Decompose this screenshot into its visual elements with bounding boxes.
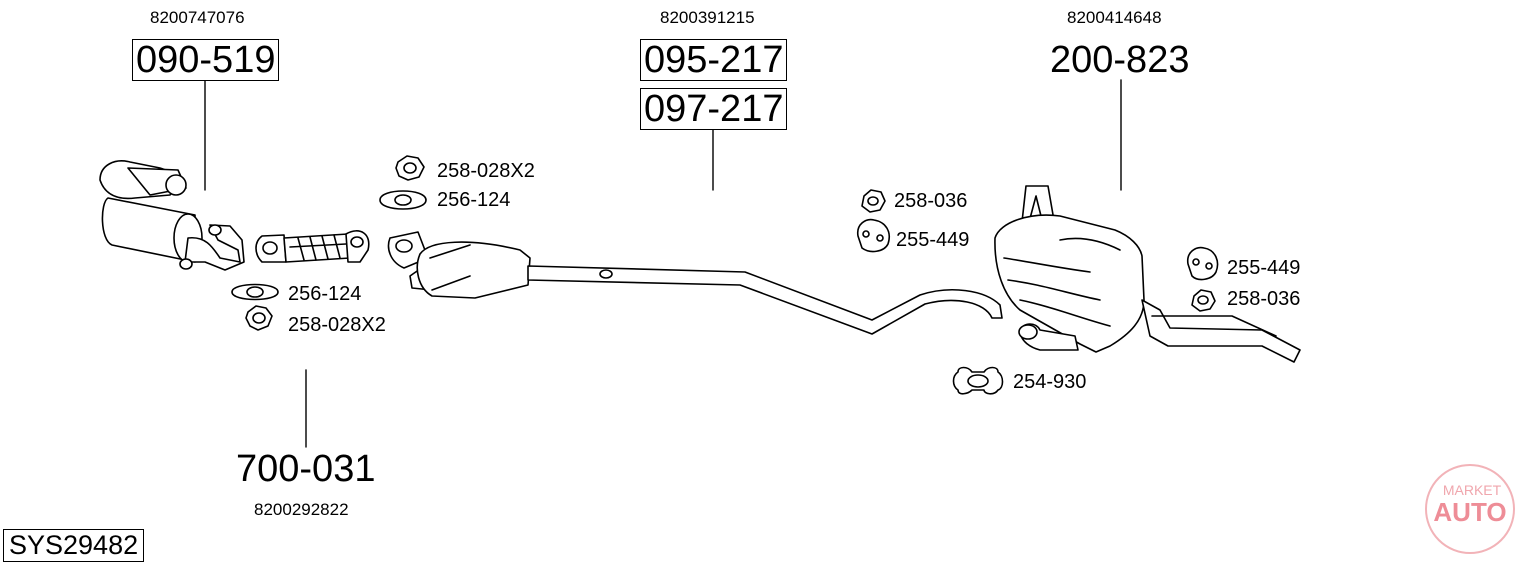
- middle-pipe-number-2[interactable]: 097-217: [640, 88, 788, 130]
- front-catalyst-oem: 8200747076: [150, 8, 245, 27]
- left-nut-label[interactable]: 258-028X2: [288, 314, 386, 336]
- clamp-icon: [952, 366, 1004, 395]
- front-pipe-part: [255, 230, 370, 263]
- hanger-rubber-a-label[interactable]: 255-449: [896, 229, 970, 251]
- front-catalyst-number[interactable]: 090-519: [132, 39, 280, 81]
- front-catalyst-part: [99, 160, 245, 271]
- left-gasket-icon: [231, 283, 279, 301]
- hanger-nut-a-icon: [861, 189, 886, 213]
- middle-pipe-oem: 8200391215: [660, 8, 755, 27]
- mid-gasket-icon: [379, 190, 427, 210]
- front-pipe-oem: 8200292822: [254, 500, 349, 519]
- rear-silencer-number[interactable]: 200-823: [1050, 39, 1190, 81]
- hanger-rubber-a-icon: [856, 218, 890, 253]
- hanger-rubber-b-icon: [1186, 246, 1219, 281]
- left-nut-icon: [245, 305, 273, 331]
- middle-pipe-number-1[interactable]: 095-217: [640, 39, 788, 81]
- middle-pipe-part: [387, 231, 1003, 335]
- hanger-rubber-b-label[interactable]: 255-449: [1227, 257, 1301, 279]
- logo-line-1: MARKET: [1443, 482, 1502, 498]
- front-pipe-number[interactable]: 700-031: [236, 448, 376, 490]
- logo-line-2: AUTO: [1433, 497, 1506, 527]
- hanger-nut-a-label[interactable]: 258-036: [894, 190, 968, 212]
- hanger-nut-b-label[interactable]: 258-036: [1227, 288, 1301, 310]
- hanger-nut-b-icon: [1191, 289, 1216, 312]
- mid-gasket-label[interactable]: 256-124: [437, 189, 511, 211]
- clamp-label[interactable]: 254-930: [1013, 371, 1087, 393]
- leader-lines: [204, 79, 1122, 448]
- mid-nut-label[interactable]: 258-028X2: [437, 160, 535, 182]
- mid-nut-icon: [395, 155, 425, 181]
- market-auto-logo: MARKET AUTO: [1425, 464, 1515, 554]
- left-gasket-label[interactable]: 256-124: [288, 283, 362, 305]
- rear-silencer-oem: 8200414648: [1067, 8, 1162, 27]
- system-code-badge: SYS29482: [3, 529, 145, 562]
- rear-silencer-part: [994, 185, 1301, 363]
